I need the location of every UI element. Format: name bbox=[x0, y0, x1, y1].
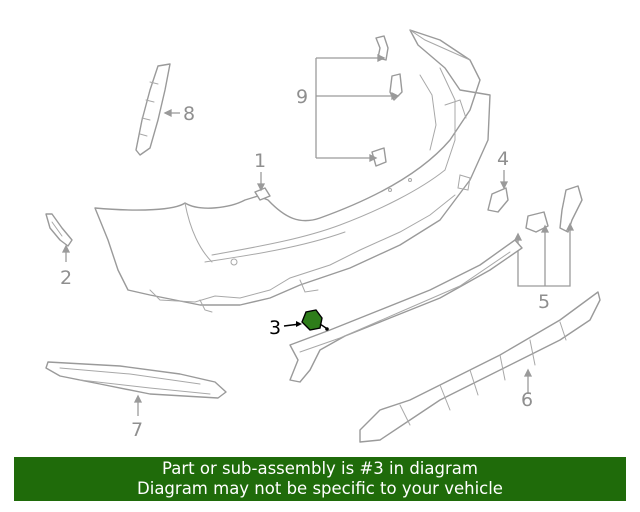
banner-line-2: Diagram may not be specific to your vehi… bbox=[137, 479, 503, 498]
part-5-brackets bbox=[513, 185, 583, 287]
callout-9: 9 bbox=[296, 86, 308, 108]
part-2-molding bbox=[45, 213, 73, 262]
callout-6: 6 bbox=[521, 389, 533, 411]
lower-trim-strip bbox=[289, 239, 523, 383]
part-1-clip bbox=[254, 172, 271, 201]
callout-5: 5 bbox=[538, 291, 550, 313]
callout-7: 7 bbox=[131, 419, 143, 441]
part-7-strip bbox=[45, 361, 227, 416]
callout-4: 4 bbox=[497, 148, 509, 170]
callout-8: 8 bbox=[183, 103, 195, 125]
bumper-cover bbox=[94, 29, 491, 313]
part-6-diffuser bbox=[359, 291, 601, 443]
parts-diagram: 1 2 3 4 5 6 7 8 9 bbox=[45, 29, 601, 443]
callout-2: 2 bbox=[60, 267, 72, 289]
banner-line-1: Part or sub-assembly is #3 in diagram bbox=[162, 459, 478, 478]
part-3-sensor bbox=[283, 309, 329, 331]
part-4-bracket bbox=[487, 170, 509, 213]
info-banner: Part or sub-assembly is #3 in diagram Di… bbox=[14, 457, 626, 501]
part-8-reflector bbox=[135, 63, 180, 156]
part-9-brackets bbox=[315, 35, 403, 167]
callout-1: 1 bbox=[254, 150, 266, 172]
callout-3: 3 bbox=[269, 317, 281, 339]
